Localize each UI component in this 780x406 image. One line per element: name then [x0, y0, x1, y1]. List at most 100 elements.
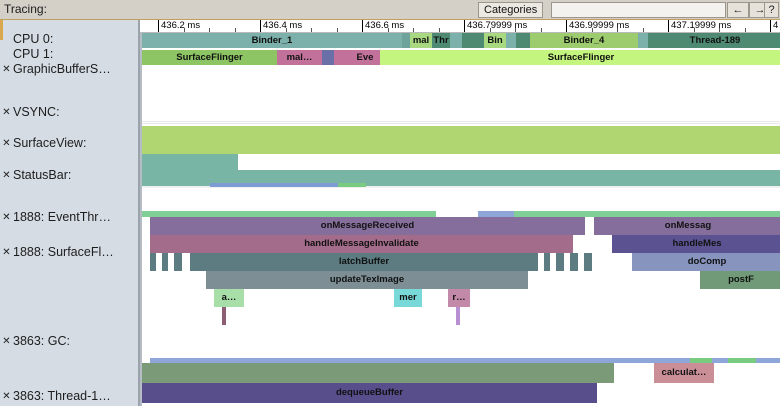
categories-button[interactable]: Categories: [478, 2, 544, 18]
sf-slice[interactable]: [150, 253, 156, 271]
thread1-slice[interactable]: calculat…: [654, 363, 714, 383]
cpu1-slice[interactable]: mal…: [277, 50, 322, 65]
sf-slice[interactable]: postF: [700, 271, 780, 289]
cpu1-slice[interactable]: [334, 50, 350, 65]
sf-slice[interactable]: doComp: [632, 253, 780, 271]
top-toolbar: Tracing: Categories ← → ?: [0, 0, 780, 20]
track-label-text: 1888: EventThr…: [13, 210, 111, 224]
prev-result-button[interactable]: ←: [727, 2, 749, 18]
cpu0-slice[interactable]: Bin: [484, 33, 506, 48]
ruler-major-tick: [566, 20, 567, 32]
ruler-major-tick: [260, 20, 261, 32]
cpu0-slice[interactable]: [516, 33, 530, 48]
cpu0-slice[interactable]: Binder_4: [530, 33, 638, 48]
ruler-major-tick: [668, 20, 669, 32]
track-label-graphicbuffers[interactable]: ✕GraphicBufferS…: [0, 62, 110, 77]
vsync-band[interactable]: [142, 126, 780, 154]
thread1-top-band[interactable]: [756, 358, 780, 363]
sf-top-band[interactable]: [436, 211, 478, 217]
sf-slice[interactable]: r…: [448, 289, 470, 307]
thread1-top-band[interactable]: [150, 358, 690, 363]
close-icon[interactable]: ✕: [2, 138, 11, 149]
track-label-thread1[interactable]: ✕3863: Thread-1…: [0, 389, 110, 404]
ruler-minor-tick: [235, 28, 236, 32]
ruler-minor-tick: [439, 28, 440, 32]
sf-slice[interactable]: [456, 307, 460, 325]
sf-slice[interactable]: mer: [394, 289, 422, 307]
statusbar-band[interactable]: [142, 170, 780, 186]
cpu0-slice[interactable]: [450, 33, 462, 48]
track-label-cpu-0[interactable]: CPU 0:: [0, 32, 53, 47]
ruler-minor-tick: [515, 28, 516, 32]
cpu0-slice[interactable]: [402, 33, 410, 48]
sf-slice[interactable]: latchBuffer: [190, 253, 538, 271]
ruler-minor-tick: [209, 28, 210, 32]
track-label-text: 3863: GC:: [13, 334, 70, 348]
sf-top-band[interactable]: [514, 211, 780, 217]
close-icon[interactable]: ✕: [2, 107, 11, 118]
ruler-minor-tick: [541, 28, 542, 32]
sf-slice[interactable]: onMessag: [594, 217, 780, 235]
track-label-surfaceview[interactable]: ✕SurfaceView:: [0, 136, 86, 151]
close-icon[interactable]: ✕: [2, 391, 11, 402]
sf-slice[interactable]: [584, 253, 592, 271]
ruler-label: 4: [773, 20, 779, 31]
thread1-top-band[interactable]: [690, 358, 712, 363]
search-input[interactable]: [551, 2, 726, 18]
ruler-minor-tick: [745, 28, 746, 32]
close-icon[interactable]: ✕: [2, 336, 11, 347]
sf-slice[interactable]: handleMessageInvalidate: [150, 235, 573, 253]
thread1-slice[interactable]: [142, 363, 614, 383]
ruler-minor-tick: [337, 28, 338, 32]
sf-slice[interactable]: [556, 253, 564, 271]
track-label-gc[interactable]: ✕3863: GC:: [0, 334, 70, 349]
track-label-vsync[interactable]: ✕VSYNC:: [0, 105, 60, 120]
cpu0-slice[interactable]: [506, 33, 516, 48]
cpu0-slice[interactable]: Binder_1: [142, 33, 402, 48]
sf-top-band[interactable]: [142, 211, 436, 217]
ruler-label: 436.2 ms: [161, 20, 201, 31]
track-label-text: VSYNC:: [13, 105, 60, 119]
track-label-surfaceflinger[interactable]: ✕1888: SurfaceFl…: [0, 245, 113, 260]
cpu1-slice[interactable]: SurfaceFlinger: [142, 50, 277, 65]
cpu1-slice[interactable]: SurfaceFlinger: [380, 50, 780, 65]
eventthread-slice[interactable]: [210, 183, 338, 187]
thread1-top-band[interactable]: [728, 358, 756, 363]
track-label-cpu-1[interactable]: CPU 1:: [0, 47, 53, 62]
close-icon[interactable]: ✕: [2, 170, 11, 181]
sf-slice[interactable]: [544, 253, 550, 271]
sf-slice[interactable]: updateTexImage: [206, 271, 528, 289]
selection-accent-strip: [0, 20, 3, 40]
sf-slice[interactable]: [174, 253, 182, 271]
sf-slice[interactable]: [222, 307, 226, 325]
sf-slice[interactable]: handleMes: [612, 235, 780, 253]
track-label-statusbar[interactable]: ✕StatusBar:: [0, 168, 71, 183]
ruler-minor-tick: [490, 28, 491, 32]
cpu0-slice[interactable]: Thread-189: [648, 33, 780, 48]
cpu0-slice[interactable]: Thr: [432, 33, 450, 48]
close-icon[interactable]: ✕: [2, 212, 11, 223]
cpu1-slice[interactable]: [322, 50, 334, 65]
thread1-top-band[interactable]: [712, 358, 728, 363]
sf-slice[interactable]: [162, 253, 168, 271]
cpu0-slice[interactable]: [638, 33, 648, 48]
close-icon[interactable]: ✕: [2, 247, 11, 258]
sf-top-band[interactable]: [478, 211, 514, 217]
cpu0-slice[interactable]: mal: [410, 33, 432, 48]
eventthread-slice[interactable]: [338, 183, 366, 187]
track-label-eventthread[interactable]: ✕1888: EventThr…: [0, 210, 111, 225]
ruler-label: 436.99999 ms: [569, 20, 630, 31]
close-icon[interactable]: ✕: [2, 64, 11, 75]
track-label-text: CPU 0:: [13, 32, 54, 46]
ruler-minor-tick: [388, 28, 389, 32]
thread1-slice[interactable]: dequeueBuffer: [142, 383, 597, 403]
sf-slice[interactable]: [570, 253, 578, 271]
sf-slice[interactable]: onMessageReceived: [150, 217, 585, 235]
cpu0-slice[interactable]: [462, 33, 484, 48]
cpu1-slice[interactable]: Eve: [350, 50, 380, 65]
sf-slice[interactable]: a…: [214, 289, 244, 307]
help-button[interactable]: ?: [764, 2, 779, 18]
surfaceview-band[interactable]: [142, 154, 238, 170]
